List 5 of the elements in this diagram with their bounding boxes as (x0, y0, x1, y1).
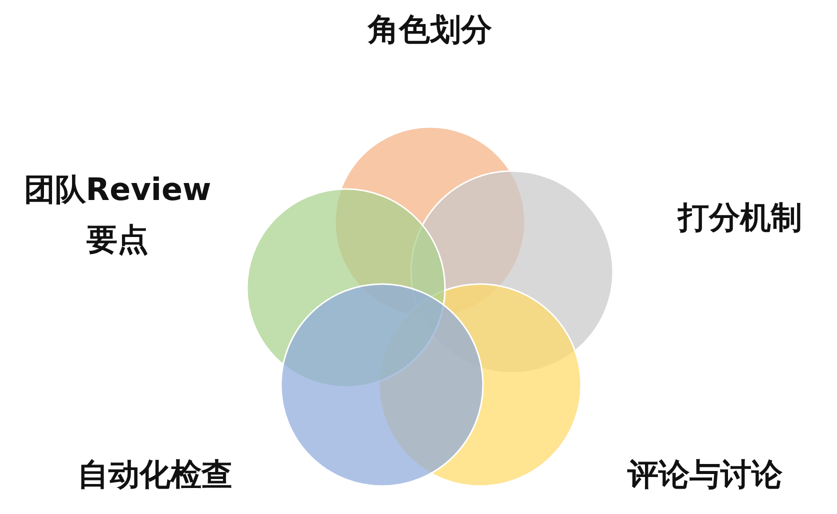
circle-label: 评论与讨论 (626, 456, 784, 495)
circle-label: 自动化检查 (76, 456, 234, 495)
circle-label: 打分机制 (676, 199, 803, 238)
circle-label: 团队Review要点 (22, 171, 212, 260)
circle-label: 角色划分 (366, 11, 493, 50)
